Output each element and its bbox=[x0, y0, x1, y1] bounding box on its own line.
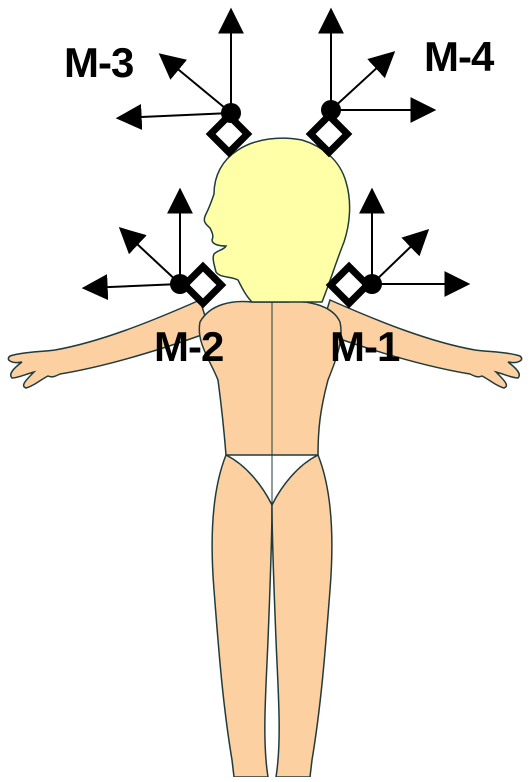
label-m2: M-2 bbox=[154, 326, 223, 368]
arrow-diagonal-icon bbox=[122, 230, 180, 284]
marker-m1 bbox=[331, 192, 466, 303]
sensor-dot-icon bbox=[170, 274, 190, 294]
label-m4: M-4 bbox=[424, 36, 493, 78]
left-leg bbox=[212, 455, 272, 777]
sensor-dot-icon bbox=[221, 103, 241, 123]
label-m1: M-1 bbox=[330, 326, 399, 368]
sensor-dot-icon bbox=[362, 274, 382, 294]
marker-m2 bbox=[86, 192, 221, 303]
sensor-dot-icon bbox=[321, 100, 341, 120]
arrow-diagonal-icon bbox=[331, 54, 392, 110]
arrow-diagonal-icon bbox=[372, 232, 426, 284]
arrow-diagonal-icon bbox=[162, 56, 231, 113]
right-leg bbox=[272, 455, 332, 777]
marker-m3 bbox=[120, 12, 247, 152]
marker-m4 bbox=[311, 12, 432, 152]
label-m3: M-3 bbox=[64, 42, 133, 84]
arrow-left-icon bbox=[86, 284, 180, 288]
diamond-marker-icon bbox=[331, 267, 368, 304]
human-body bbox=[8, 300, 521, 777]
head bbox=[204, 138, 349, 302]
arrow-left-icon bbox=[120, 113, 231, 118]
